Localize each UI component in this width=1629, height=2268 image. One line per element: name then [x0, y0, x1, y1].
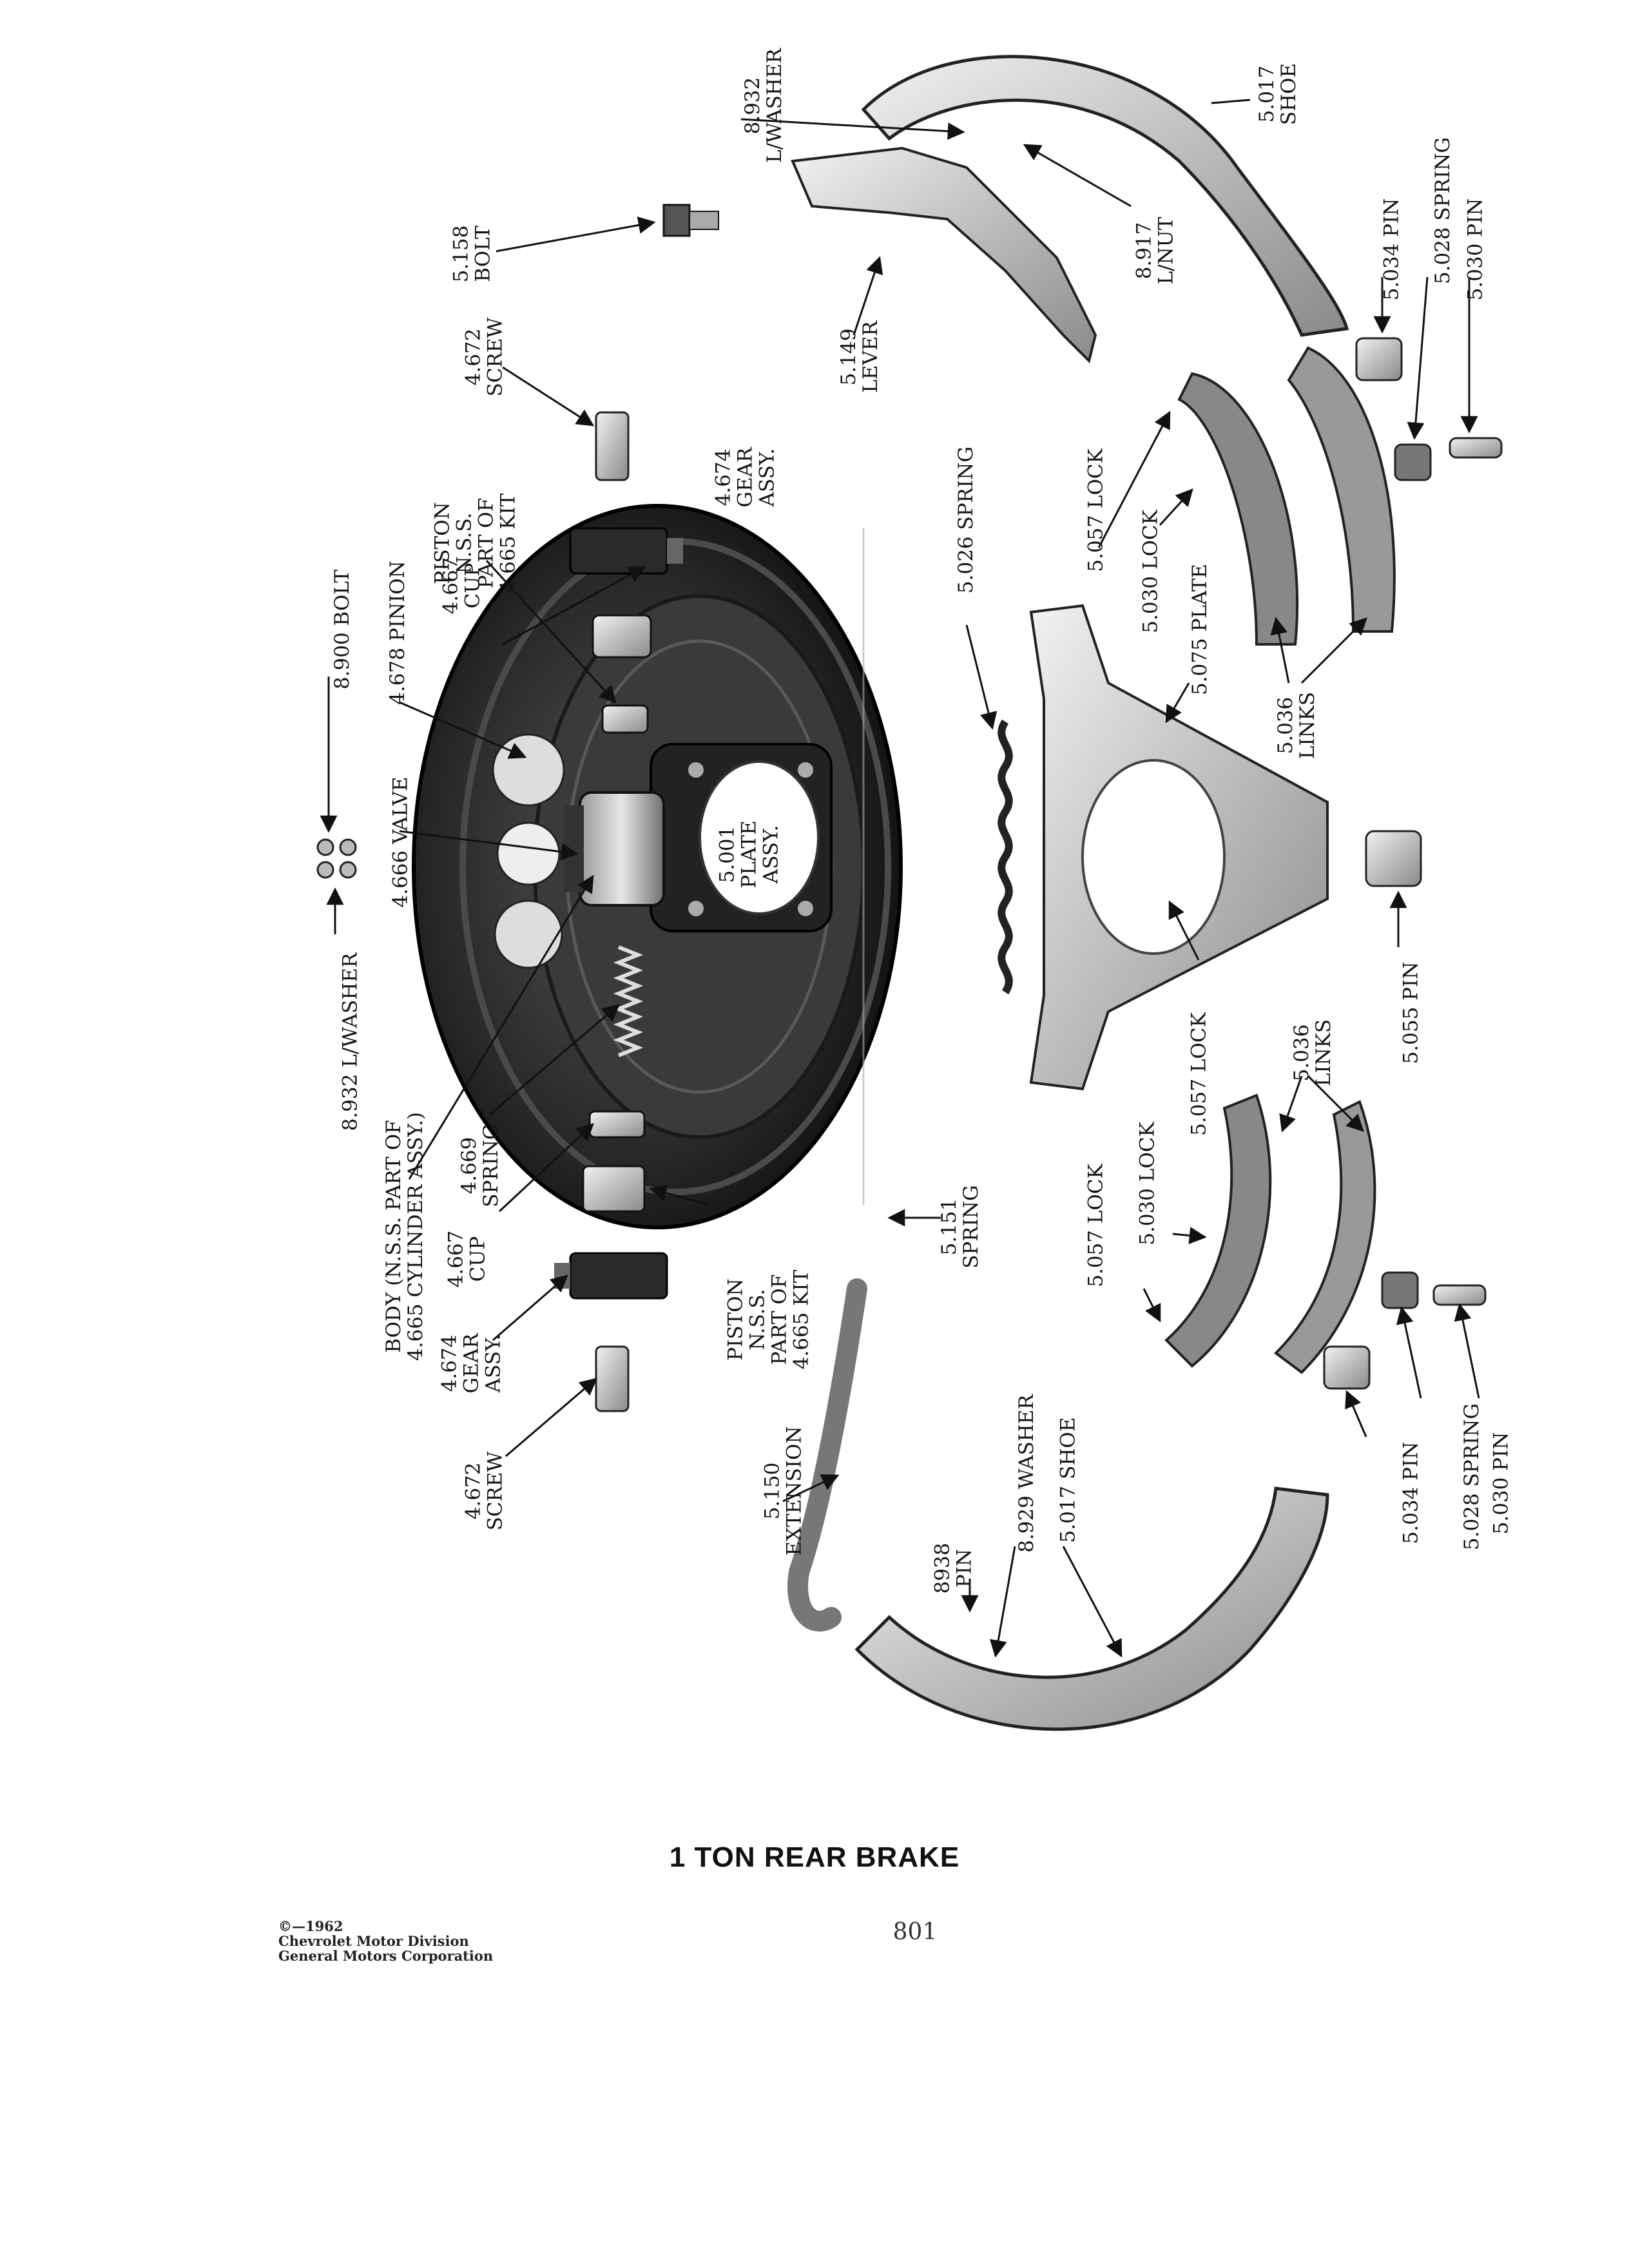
- callout-plate-5075: 5.075 PLATE: [1188, 563, 1212, 696]
- cup-mid-in-drum: [601, 704, 649, 734]
- pin-5030-bot: [1432, 1284, 1487, 1306]
- callout-pin-5030-top: 5.030 PIN: [1463, 198, 1487, 301]
- callout-pin-5034-top: 5.034 PIN: [1380, 198, 1403, 301]
- wheel-cylinder-body: [564, 791, 665, 907]
- shoe-bottom-5017: [854, 1486, 1329, 1731]
- screw-top: [595, 411, 630, 481]
- gear-top: [569, 527, 683, 575]
- callout-lock-5057-mid: 5.057 LOCK: [1187, 1012, 1211, 1136]
- pin-5055: [1365, 830, 1422, 887]
- callout-bolt-8900: 8.900 BOLT: [331, 569, 354, 690]
- callout-valve: 4.666 VALVE: [389, 776, 412, 908]
- pin-5034-top: [1355, 337, 1403, 381]
- callout-lock-5030-top: 5.030 LOCK: [1139, 510, 1162, 633]
- bolt-8900-washers: [316, 838, 357, 879]
- callout-washer-8929: 8.929 WASHER: [1014, 1394, 1038, 1553]
- bolt-5158: [662, 204, 719, 237]
- cup-bottom-in-drum: [588, 1110, 646, 1139]
- shoe-top-5017: [861, 55, 1349, 337]
- callout-pinion: 4.678 PINION: [385, 561, 409, 705]
- page-number: 801: [892, 1919, 938, 1945]
- figure-title: 1 TON REAR BRAKE: [669, 1841, 960, 1873]
- callout-pin-5055: 5.055 PIN: [1399, 961, 1423, 1064]
- callout-lock-5030-bot: 5.030 LOCK: [1135, 1122, 1159, 1245]
- return-spring-5026: [998, 719, 1013, 995]
- spring-5028-top: [1394, 443, 1432, 481]
- pin-5034-bot: [1323, 1345, 1371, 1390]
- leader-lines: [320, 99, 1480, 1658]
- copyright-block: ©—1962 Chevrolet Motor Division General …: [278, 1919, 493, 1963]
- callout-shoe-bot: 5.017 SHOE: [1056, 1417, 1080, 1543]
- callout-spring-5026: 5.026 SPRING: [954, 446, 978, 594]
- spring-5028-bot: [1381, 1271, 1419, 1309]
- piston-loose-bottom: [582, 1165, 646, 1213]
- callout-pin-5030-bot: 5.030 PIN: [1489, 1432, 1513, 1535]
- copyright-year: ©—1962: [278, 1918, 343, 1934]
- links-bottom: [1164, 1093, 1376, 1374]
- pin-5030-top: [1449, 437, 1503, 459]
- callout-lwasher-mid: 8.932 L/WASHER: [338, 952, 362, 1131]
- callout-pin-5034-bot: 5.034 PIN: [1399, 1441, 1423, 1544]
- links-top: [1177, 346, 1396, 646]
- screw-bottom: [595, 1345, 630, 1412]
- cylinder-plate-assy: [650, 743, 833, 932]
- callout-spring-5028-top: 5.028 SPRING: [1431, 137, 1455, 285]
- cup-top-in-drum: [592, 614, 652, 658]
- adjuster-spring-drum: [613, 945, 644, 1057]
- lever-5149: [791, 146, 1097, 363]
- copyright-division: Chevrolet Motor Division: [278, 1933, 469, 1949]
- callout-spring-5028-bot: 5.028 SPRING: [1460, 1403, 1484, 1551]
- gear-bottom: [554, 1252, 668, 1300]
- extension-5150: [787, 1278, 867, 1631]
- callout-lock-5057-bot: 5.057 LOCK: [1084, 1164, 1108, 1287]
- callout-lock-5057-top: 5.057 LOCK: [1084, 448, 1108, 572]
- copyright-corporation: General Motors Corporation: [278, 1948, 494, 1964]
